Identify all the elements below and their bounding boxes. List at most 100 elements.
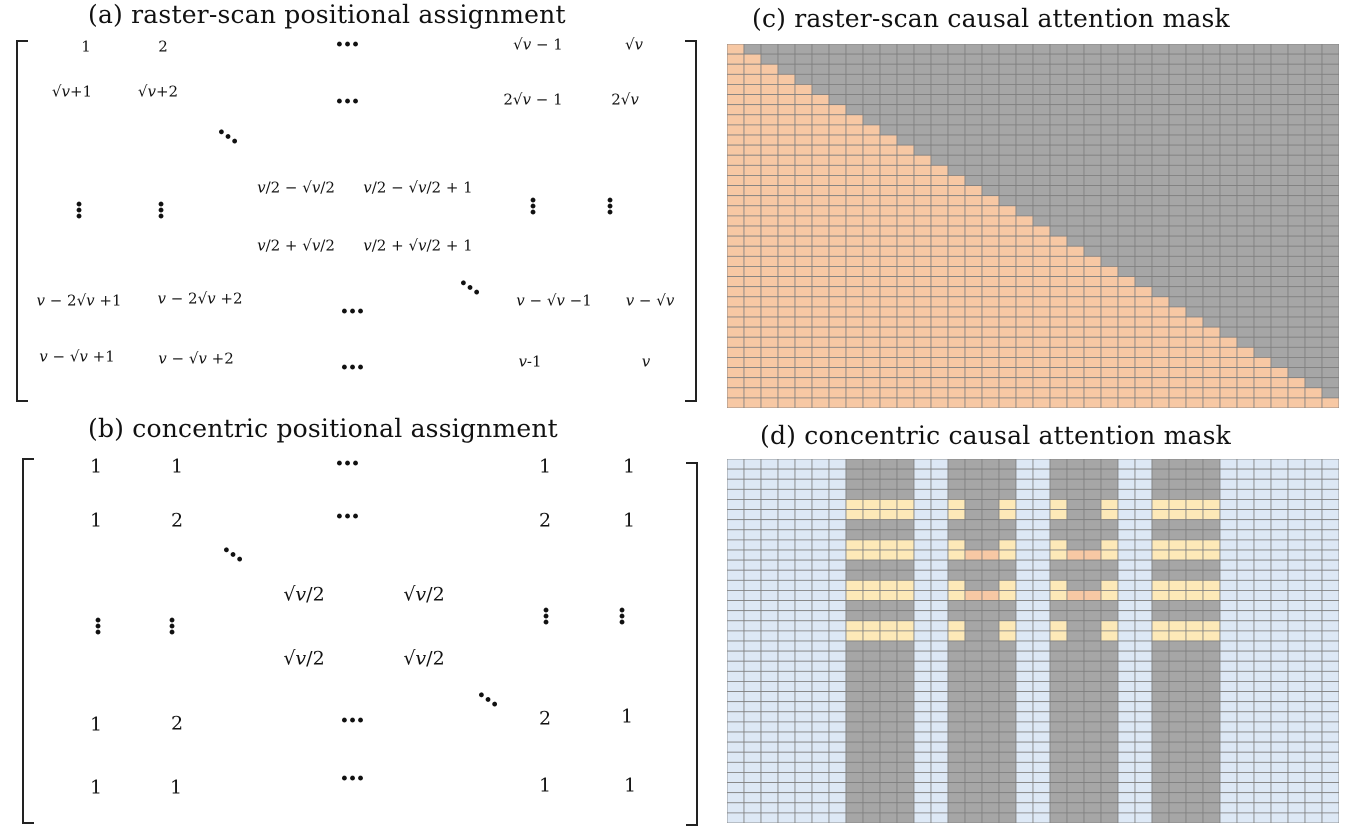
mask-cell <box>913 721 932 733</box>
mask-cell <box>727 387 745 399</box>
mask-cell <box>1066 782 1085 794</box>
mask-cell <box>845 225 864 237</box>
mask-cell <box>862 549 881 561</box>
mask-cell <box>930 255 949 267</box>
mask-cell <box>794 499 813 510</box>
mask-cell <box>896 751 915 763</box>
mask-cell <box>1066 195 1085 207</box>
mask-cell <box>1202 44 1221 55</box>
mask-cell <box>777 114 796 126</box>
mask-cell <box>760 772 779 783</box>
mask-cell <box>1185 650 1204 662</box>
vdots: ··· <box>167 606 177 648</box>
mask-cell <box>896 94 915 106</box>
mask-cell <box>947 731 966 743</box>
mask-cell <box>1134 144 1153 156</box>
mask-cell <box>1117 114 1136 126</box>
mask-cell <box>981 539 1000 551</box>
mask-cell <box>981 185 1000 197</box>
mask-cell <box>1117 296 1136 308</box>
mask-cell <box>1202 559 1221 571</box>
mask-cell <box>1168 751 1187 763</box>
mask-cell <box>1253 357 1272 368</box>
mask-cell <box>1083 225 1102 237</box>
mask-cell <box>1168 691 1187 703</box>
mask-cell <box>998 782 1017 794</box>
mask-cell <box>1100 721 1119 733</box>
mask-cell <box>777 326 796 338</box>
mask-cell <box>1117 215 1136 227</box>
mask-cell <box>1287 306 1306 318</box>
mask-cell <box>811 205 830 217</box>
mask-cell <box>1151 205 1170 217</box>
mask-cell <box>1202 772 1221 783</box>
mask-cell <box>1066 529 1085 541</box>
mask-cell <box>1304 164 1323 176</box>
mask-cell <box>1304 357 1323 368</box>
mask-cell <box>811 549 830 561</box>
mask-cell <box>913 569 932 581</box>
mask-cell <box>777 276 796 288</box>
mask-cell <box>1168 44 1187 55</box>
matrix-cell: 𝑣-1 <box>518 352 542 371</box>
mask-cell <box>1321 792 1339 804</box>
mask-cell <box>1168 468 1187 480</box>
mask-cell <box>1236 397 1255 408</box>
mask-cell <box>896 266 915 277</box>
mask-cell <box>1185 670 1204 682</box>
mask-cell <box>760 357 779 368</box>
mask-cell <box>828 468 847 480</box>
mask-cell <box>1100 144 1119 156</box>
mask-cell <box>1015 741 1034 753</box>
mask-cell <box>727 610 745 622</box>
mask-cell <box>1015 468 1034 480</box>
mask-cell <box>743 367 762 379</box>
matrix-cell: 2 <box>538 707 552 730</box>
mask-cell <box>777 377 796 389</box>
mask-cell <box>947 255 966 267</box>
mask-cell <box>862 519 881 531</box>
mask-cell <box>811 731 830 743</box>
mask-cell <box>998 316 1017 328</box>
mask-cell <box>1168 478 1187 490</box>
mask-cell <box>1219 731 1238 743</box>
mask-cell <box>1304 499 1323 510</box>
concentric-mask-grid <box>727 459 1339 823</box>
mask-cell <box>1100 459 1119 470</box>
mask-cell <box>828 670 847 682</box>
mask-cell <box>1202 802 1221 814</box>
mask-cell <box>1219 488 1238 500</box>
mask-cell <box>1117 357 1136 368</box>
mask-cell <box>1304 488 1323 500</box>
mask-cell <box>896 650 915 662</box>
mask-cell <box>930 44 949 55</box>
mask-cell <box>760 741 779 753</box>
mask-cell <box>1185 741 1204 753</box>
mask-cell <box>1151 701 1170 713</box>
mask-cell <box>1304 802 1323 814</box>
mask-cell <box>828 579 847 591</box>
mask-cell <box>845 235 864 247</box>
mask-cell <box>1321 205 1339 217</box>
mask-cell <box>998 326 1017 338</box>
mask-cell <box>1236 205 1255 217</box>
mask-cell <box>981 691 1000 703</box>
mask-cell <box>1134 255 1153 267</box>
mask-cell <box>947 124 966 136</box>
mask-cell <box>1304 296 1323 308</box>
mask-cell <box>964 367 983 379</box>
mask-cell <box>998 377 1017 389</box>
mask-cell <box>1202 468 1221 480</box>
mask-cell <box>1049 509 1068 521</box>
mask-cell <box>1134 63 1153 75</box>
mask-cell <box>1032 509 1051 521</box>
mask-cell <box>1066 468 1085 480</box>
mask-cell <box>1032 175 1051 186</box>
mask-cell <box>1270 104 1289 116</box>
mask-cell <box>1304 792 1323 804</box>
mask-cell <box>998 357 1017 368</box>
mask-cell <box>1066 519 1085 531</box>
mask-cell <box>1015 235 1034 247</box>
mask-cell <box>1032 336 1051 348</box>
mask-cell <box>1083 519 1102 531</box>
